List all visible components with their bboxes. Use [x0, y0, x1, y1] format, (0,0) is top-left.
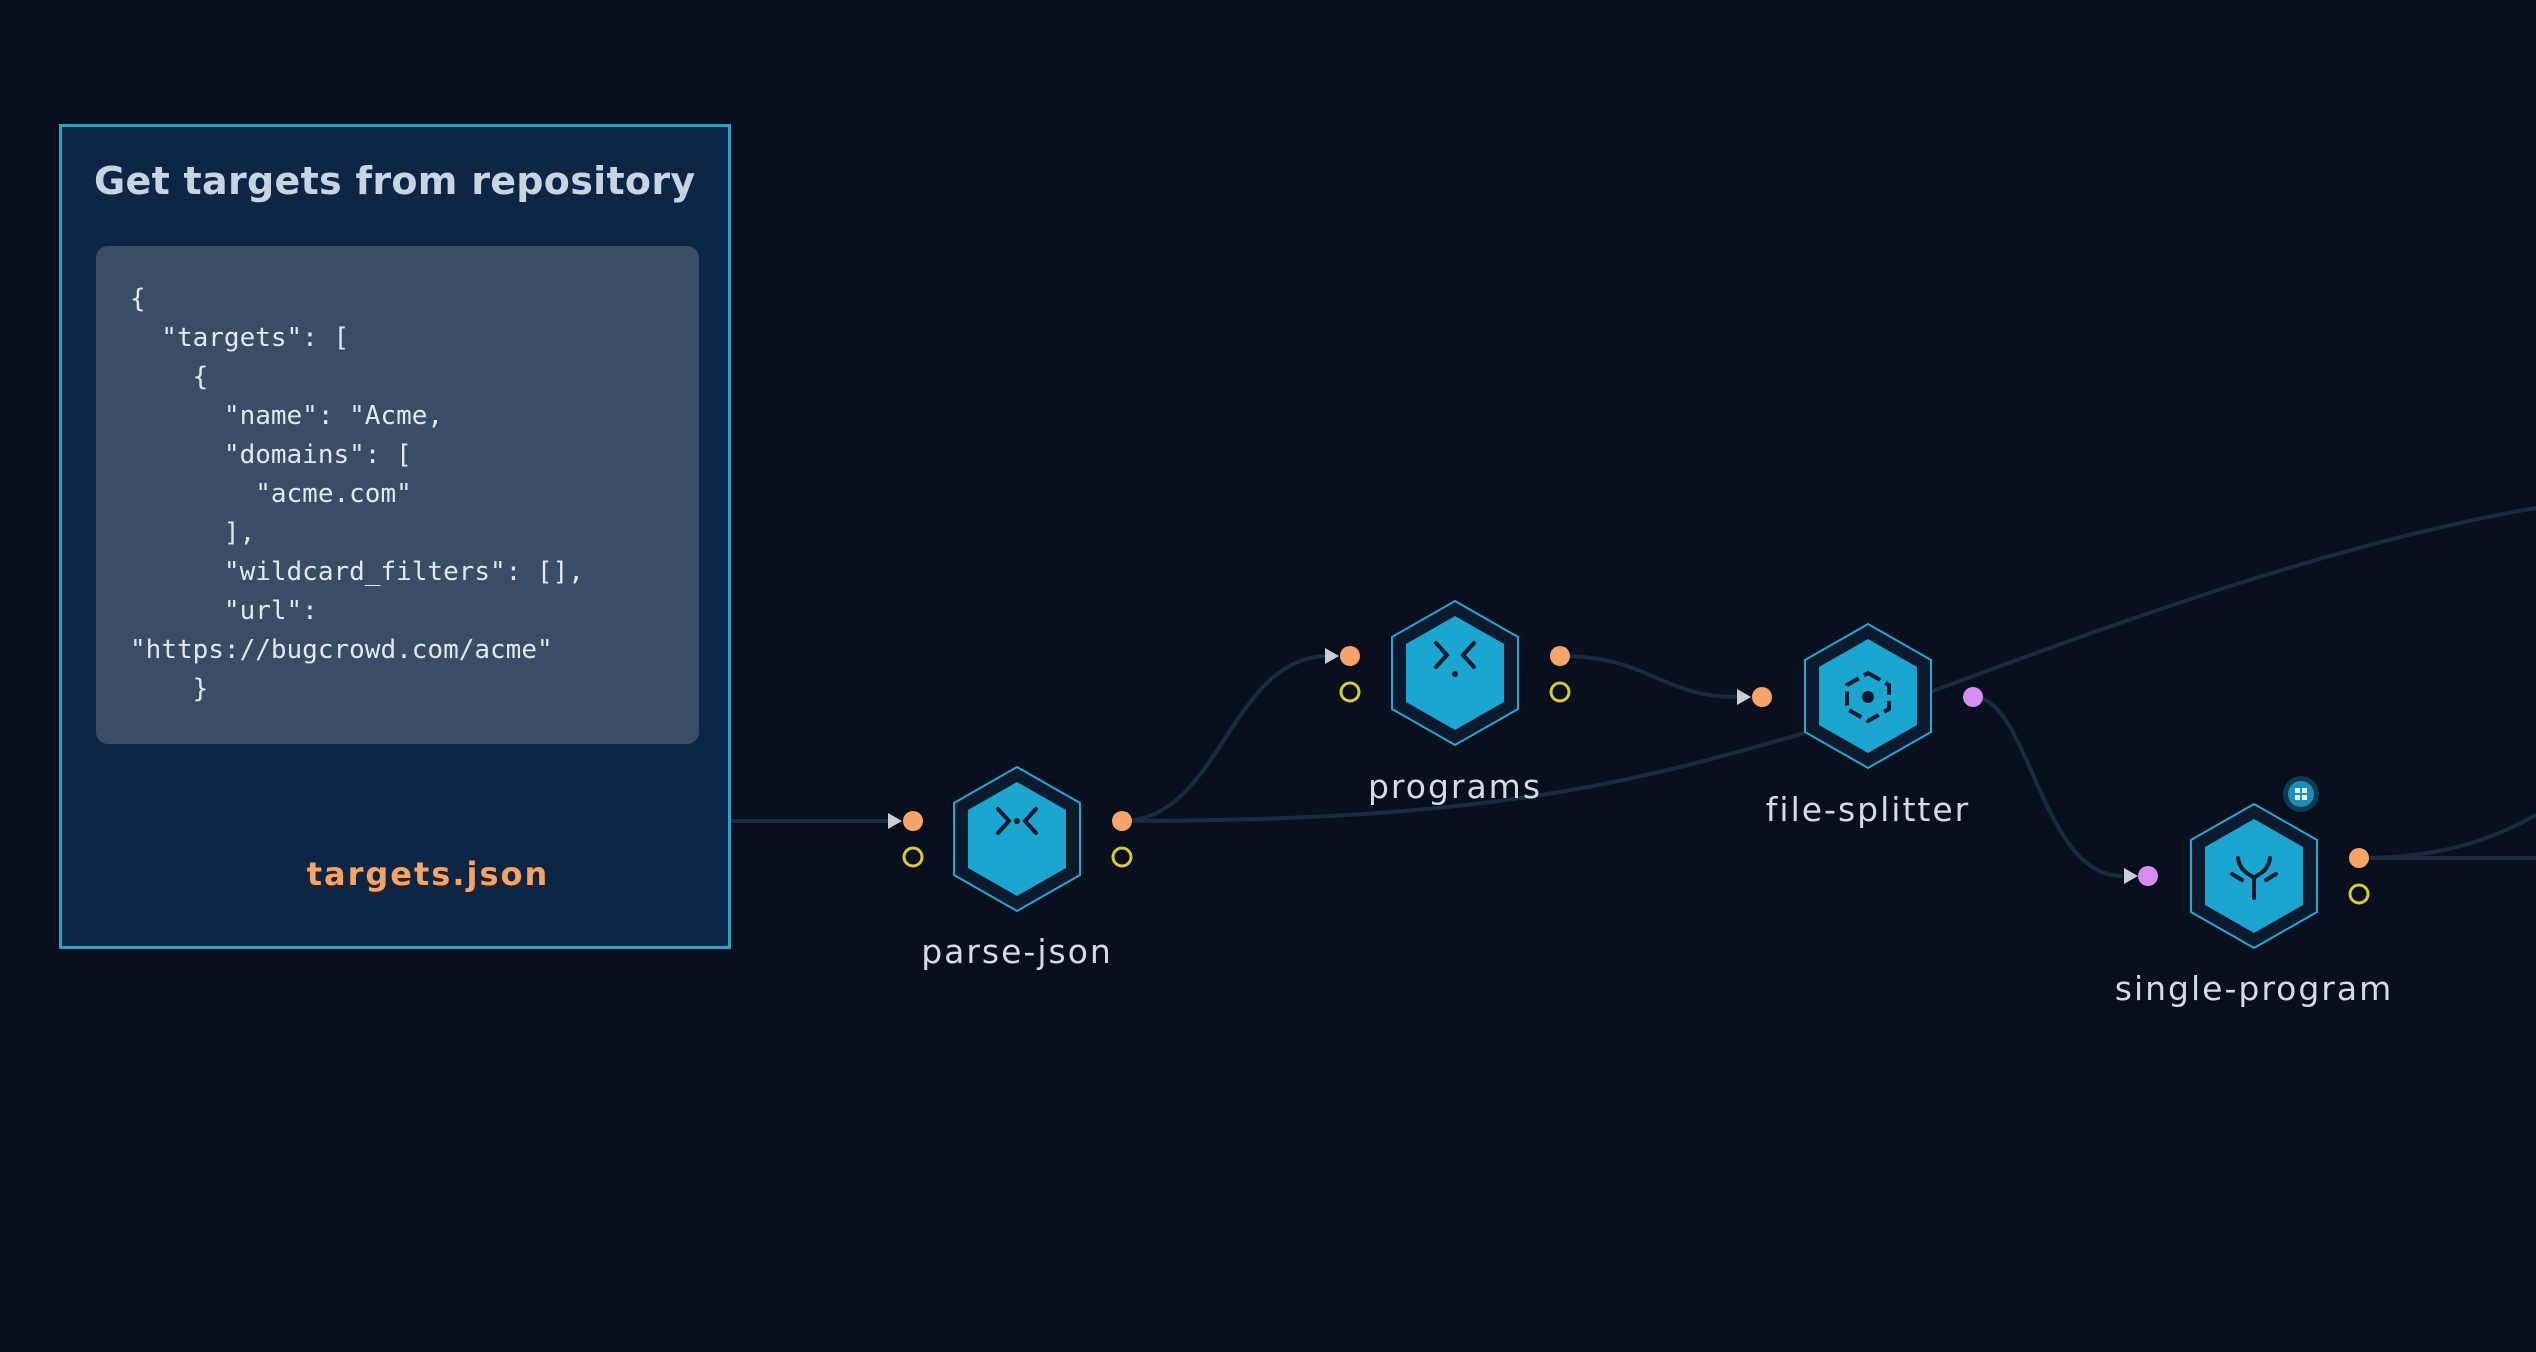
- code-line: {: [130, 284, 146, 314]
- node-label-single-program[interactable]: single-program: [2114, 969, 2394, 1008]
- code-line: "targets": [: [130, 323, 350, 353]
- code-line: "domains": [: [130, 440, 412, 470]
- split-input-port[interactable]: [2138, 866, 2158, 886]
- node-label-file-splitter[interactable]: file-splitter: [1765, 790, 1971, 829]
- input-arrow-icon: [2124, 868, 2138, 884]
- status-output-port[interactable]: [1111, 846, 1133, 868]
- node-file-splitter[interactable]: [1737, 622, 1983, 770]
- wire-single-program-out-b[interactable]: [2358, 813, 2536, 860]
- code-line: "url":: [130, 596, 318, 626]
- node-single-program[interactable]: [2124, 776, 2370, 950]
- input-port[interactable]: [1340, 646, 1360, 666]
- group-title: Get targets from repository: [94, 159, 696, 203]
- wire-file-splitter-to-single-program[interactable]: [1972, 695, 2123, 878]
- code-line: "acme.com": [130, 479, 412, 509]
- group-frame[interactable]: Get targets from repository { "targets":…: [59, 124, 731, 949]
- wire-parse-json-to-programs[interactable]: [1121, 654, 1329, 823]
- input-port[interactable]: [1752, 687, 1772, 707]
- input-arrow-icon: [1325, 648, 1339, 664]
- gear-hexagon-icon: [1845, 670, 1891, 724]
- node-programs[interactable]: [1325, 599, 1571, 747]
- code-line: "wildcard_filters": [],: [130, 557, 584, 587]
- input-arrow-icon: [888, 813, 902, 829]
- node-hex-core: [968, 782, 1066, 896]
- status-output-port[interactable]: [2348, 883, 2370, 905]
- merge-arrows-icon: [996, 807, 1038, 835]
- json-preview: { "targets": [ { "name": "Acme, "domains…: [96, 246, 699, 744]
- input-arrow-icon: [1737, 689, 1751, 705]
- code-line: {: [130, 362, 209, 392]
- status-port[interactable]: [902, 846, 924, 868]
- code-line: "https://bugcrowd.com/acme": [130, 635, 553, 665]
- code-line: ],: [130, 518, 256, 548]
- grid-badge-icon[interactable]: [2283, 776, 2319, 812]
- wire-parse-json-to-file-splitter[interactable]: [1121, 731, 1806, 823]
- output-port[interactable]: [1550, 646, 1570, 666]
- fork-icon: [2230, 856, 2278, 900]
- input-port[interactable]: [903, 811, 923, 831]
- code-line: "name": "Acme,: [130, 401, 444, 431]
- output-port[interactable]: [1112, 811, 1132, 831]
- wire-programs-to-file-splitter[interactable]: [1559, 654, 1738, 699]
- status-port[interactable]: [1339, 681, 1361, 703]
- node-label-programs[interactable]: programs: [1367, 767, 1543, 806]
- status-output-port[interactable]: [1549, 681, 1571, 703]
- node-parse-json[interactable]: [888, 765, 1133, 913]
- split-output-port[interactable]: [1963, 687, 1983, 707]
- merge-arrows-icon: [1434, 641, 1476, 677]
- code-line: }: [130, 674, 209, 704]
- file-label[interactable]: targets.json: [306, 855, 550, 893]
- wire-file-splitter-to-offscreen[interactable]: [1929, 506, 2536, 694]
- node-label-parse-json[interactable]: parse-json: [921, 932, 1113, 971]
- output-port[interactable]: [2349, 848, 2369, 868]
